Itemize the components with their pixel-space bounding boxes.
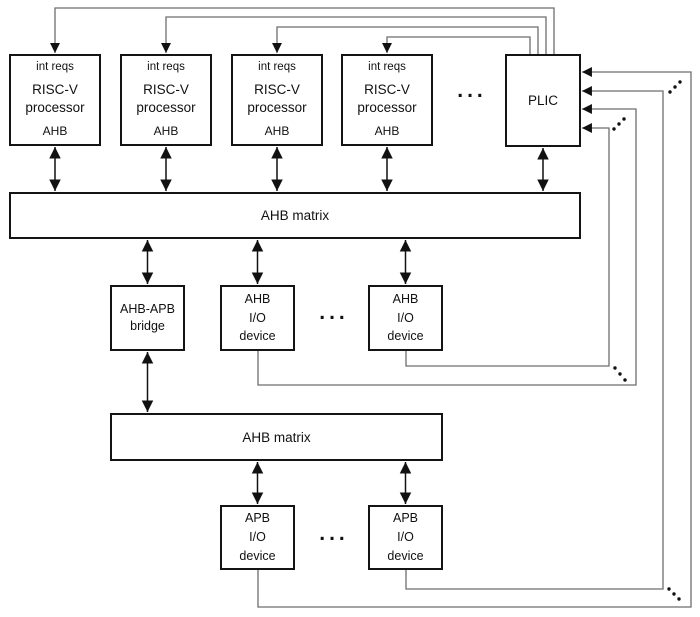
processor-name-line1: RISC-V (364, 81, 410, 97)
device-label-line3: device (239, 548, 276, 563)
int-req-route-proc3 (272, 26, 539, 54)
processor-name-line2: processor (136, 99, 196, 115)
int-reqs-label: int reqs (258, 61, 296, 73)
device-label-line1: APB (244, 511, 270, 526)
device-label-line1: AHB (244, 291, 271, 306)
device-label-line3: device (239, 329, 276, 344)
int-reqs-label: int reqs (368, 61, 406, 73)
bridge-label-line1: AHB-APB (120, 301, 175, 316)
ahb-matrix-bottom-box: AHB matrix (110, 413, 443, 461)
riscv-processor-box-1: int reqs RISC-V processor AHB (9, 54, 101, 146)
int-req-routes (50, 7, 555, 54)
ahb-io-device-box-2: AHB I/O device (368, 285, 443, 351)
apb-io-device-box-2: APB I/O device (368, 505, 443, 570)
riscv-processor-box-3: int reqs RISC-V processor AHB (231, 54, 323, 146)
bridge-label-line2: bridge (130, 319, 165, 333)
ahb-port-label: AHB (42, 124, 68, 138)
device-label-line2: I/O (397, 530, 414, 545)
ahb-port-label: AHB (153, 124, 179, 138)
plic-input-routes (257, 67, 692, 608)
plic-input-route-apb-io-1 (257, 67, 692, 608)
riscv-processor-box-4: int reqs RISC-V processor AHB (341, 54, 433, 146)
ahb-io-device-box-1: AHB I/O device (220, 285, 295, 351)
ellipsis-more-processors: ... (457, 79, 487, 102)
plic-box: PLIC (505, 54, 581, 147)
apb-io-device-box-1: APB I/O device (220, 505, 295, 570)
continuation-dots-ahb-io-routes (613, 366, 627, 382)
device-label-line2: I/O (249, 310, 266, 325)
device-label-line3: device (387, 329, 424, 344)
ellipsis-more-apb-devices: ... (319, 522, 349, 545)
device-label-line1: APB (392, 511, 418, 526)
riscv-processor-box-2: int reqs RISC-V processor AHB (120, 54, 212, 146)
int-reqs-label: int reqs (36, 61, 74, 73)
device-label-line1: AHB (392, 291, 419, 306)
ahb-matrix-top-box: AHB matrix (9, 192, 581, 239)
ahb-port-label: AHB (374, 124, 400, 138)
processor-name: RISC-V processor (136, 81, 195, 117)
ahb-port-label: AHB (264, 124, 290, 138)
device-label-line2: I/O (397, 310, 414, 325)
processor-name: RISC-V processor (357, 81, 416, 117)
processor-name: RISC-V processor (25, 81, 84, 117)
int-req-route-proc1 (50, 7, 555, 54)
device-label-line3: device (387, 548, 424, 563)
processor-name-line2: processor (25, 99, 85, 115)
processor-name: RISC-V processor (247, 81, 306, 117)
processor-name-line2: processor (357, 99, 417, 115)
processor-name-line1: RISC-V (143, 81, 189, 97)
ellipsis-more-ahb-devices: ... (319, 301, 349, 324)
ahb-matrix-bottom-label: AHB matrix (242, 429, 311, 445)
continuation-dots-plic-upper (668, 80, 682, 94)
device-label-line2: I/O (249, 530, 266, 545)
plic-input-route-ahb-io-1 (257, 104, 637, 386)
processor-name-line1: RISC-V (32, 81, 78, 97)
processor-name-line2: processor (247, 99, 307, 115)
int-req-route-proc2 (161, 16, 547, 54)
int-req-route-proc4 (382, 36, 531, 54)
ahb-apb-bridge-box: AHB-APB bridge (110, 285, 185, 351)
processor-name-line1: RISC-V (254, 81, 300, 97)
continuation-dots-apb-io-routes (667, 587, 681, 601)
plic-label: PLIC (527, 93, 558, 108)
ahb-matrix-top-label: AHB matrix (260, 208, 330, 223)
int-reqs-label: int reqs (147, 61, 185, 73)
continuation-dots-plic-lower (612, 117, 626, 131)
plic-input-route-apb-io-2 (405, 86, 664, 590)
